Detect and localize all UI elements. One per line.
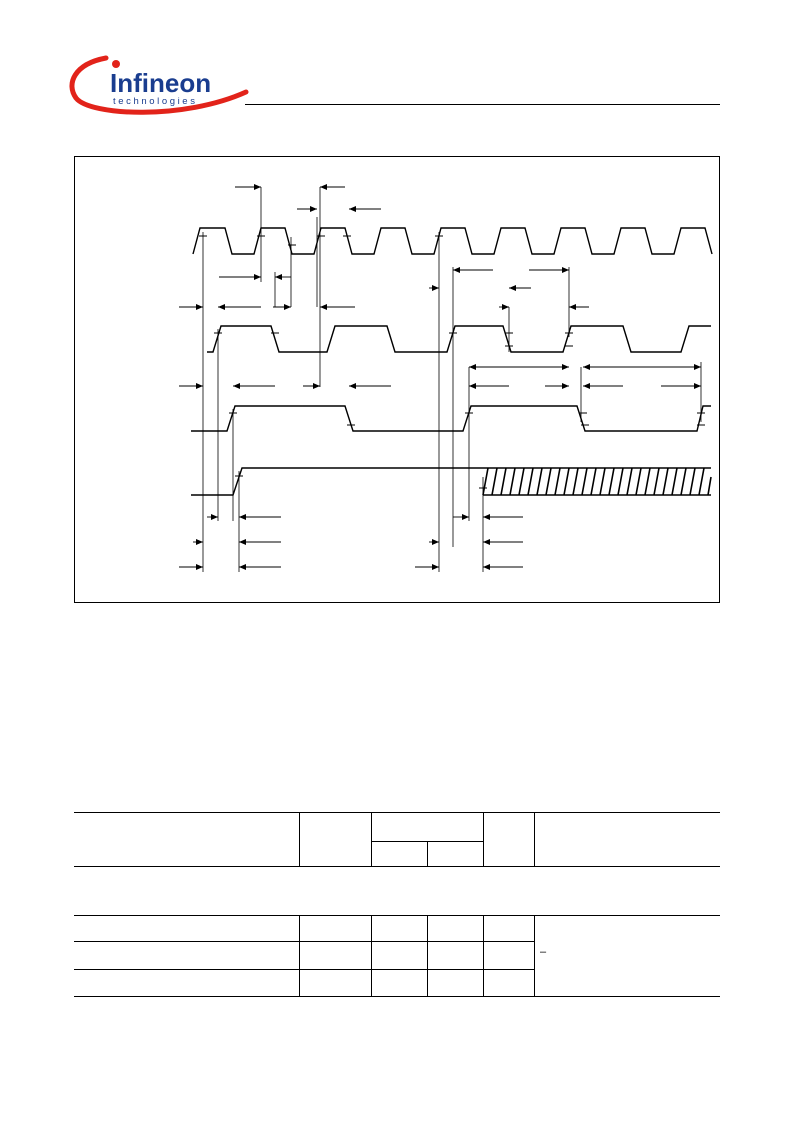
table-col-3-header: [427, 841, 428, 866]
reference-lines: [202, 187, 702, 572]
table-section-rule: [74, 915, 720, 916]
table-col-2-header: [371, 812, 372, 866]
table-row-rule-2: [74, 969, 534, 970]
signal-2-waveform: [207, 325, 711, 353]
clock-waveform: [192, 227, 713, 255]
signal-4-waveform: [191, 467, 711, 496]
table-footnote-dash: –: [540, 946, 547, 958]
signal-waveforms: [191, 227, 713, 496]
timing-diagram: [179, 184, 713, 572]
transition-ticks: [199, 235, 705, 489]
table-col-1-header: [299, 812, 300, 866]
table-col-4-body: [483, 915, 484, 997]
table-col-2-body: [371, 915, 372, 997]
signal-3-waveform: [191, 405, 711, 432]
table-row-rule-1: [74, 941, 534, 942]
logo-dot: [112, 60, 120, 68]
table-header-bottom-rule: [74, 866, 720, 867]
arrow-heads: [196, 184, 701, 570]
timing-diagram-frame: [74, 156, 720, 603]
table-top-rule: [74, 812, 720, 813]
table-col-5-body: [534, 915, 535, 997]
header-rule: [245, 104, 720, 105]
logo-brand-word: Infineon: [110, 68, 211, 98]
table-col-4-header: [483, 812, 484, 866]
parameter-table: –: [74, 812, 720, 998]
table-col-3-body: [427, 915, 428, 997]
hatched-region: [482, 467, 712, 496]
infineon-logo: Infineon technologies: [64, 54, 254, 122]
logo-sub-word: technologies: [113, 96, 198, 107]
table-col-1-body: [299, 915, 300, 997]
infineon-logo-graphic: Infineon technologies: [69, 55, 249, 115]
logo-swoosh: [69, 55, 249, 115]
table-col-5-header: [534, 812, 535, 866]
table-bottom-rule: [74, 996, 720, 997]
